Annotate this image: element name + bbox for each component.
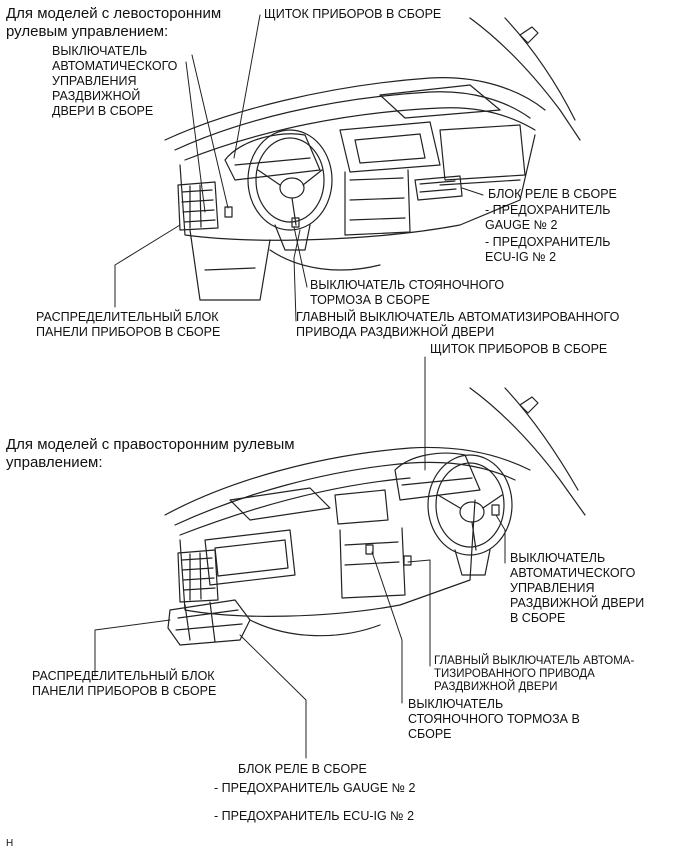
top-main-switch-label: ГЛАВНЫЙ ВЫКЛЮЧАТЕЛЬ АВТОМАТИЗИРОВАННОГО …	[296, 310, 620, 339]
top-auto-door-switch-label: ВЫКЛЮЧАТЕЛЬ АВТОМАТИЧЕСКОГО УПРАВЛЕНИЯ Р…	[52, 44, 178, 118]
top-heading: Для моделей с левосторонним рулевым упра…	[6, 5, 222, 40]
leader-lines	[94, 14, 506, 759]
footer-code: H	[6, 838, 14, 849]
bottom-main-switch-label: ГЛАВНЫЙ ВЫКЛЮЧАТЕЛЬ АВТОМА- ТИЗИРОВАННОГ…	[434, 655, 635, 693]
top-instrument-panel-label: ЩИТОК ПРИБОРОВ В СБОРЕ	[264, 7, 442, 21]
top-dashboard-illustration	[164, 17, 581, 301]
bottom-relay-block-label: БЛОК РЕЛЕ В СБОРЕ	[238, 762, 367, 776]
bottom-junction-block-label: РАСПРЕДЕЛИТЕЛЬНЫЙ БЛОК ПАНЕЛИ ПРИБОРОВ В…	[32, 669, 217, 698]
bottom-dashboard-illustration	[164, 387, 586, 646]
top-relay-block-label: БЛОК РЕЛЕ В СБОРЕ	[488, 187, 617, 201]
bottom-auto-door-switch-label: ВЫКЛЮЧАТЕЛЬ АВТОМАТИЧЕСКОГО УПРАВЛЕНИЯ Р…	[510, 551, 645, 625]
top-fuse-gauge-label: - ПРЕДОХРАНИТЕЛЬ GAUGE № 2	[485, 203, 611, 232]
bottom-fuse-ecu-label: - ПРЕДОХРАНИТЕЛЬ ECU-IG № 2	[214, 809, 415, 823]
bottom-heading: Для моделей с правосторонним рулевым упр…	[6, 436, 295, 471]
top-parking-brake-label: ВЫКЛЮЧАТЕЛЬ СТОЯНОЧНОГО ТОРМОЗА В СБОРЕ	[310, 278, 505, 307]
bottom-parking-brake-label: ВЫКЛЮЧАТЕЛЬ СТОЯНОЧНОГО ТОРМОЗА В СБОРЕ	[408, 697, 580, 741]
bottom-fuse-gauge-label: - ПРЕДОХРАНИТЕЛЬ GAUGE № 2	[214, 781, 416, 795]
bottom-instrument-panel-label: ЩИТОК ПРИБОРОВ В СБОРЕ	[430, 342, 608, 356]
top-fuse-ecu-label: - ПРЕДОХРАНИТЕЛЬ ECU-IG № 2	[485, 235, 611, 264]
top-junction-block-label: РАСПРЕДЕЛИТЕЛЬНЫЙ БЛОК ПАНЕЛИ ПРИБОРОВ В…	[36, 310, 221, 339]
